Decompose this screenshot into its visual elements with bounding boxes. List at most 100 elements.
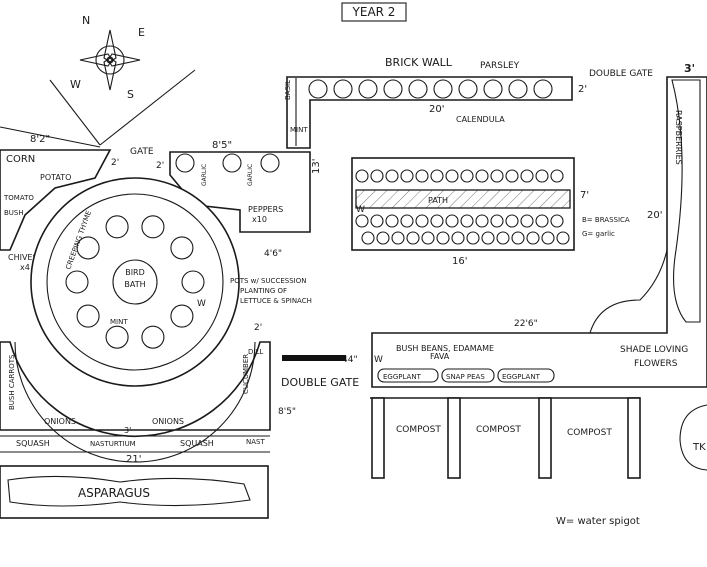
plant-marker	[511, 231, 525, 245]
cucumber-label: CUCUMBER	[242, 354, 250, 394]
plant-marker	[475, 169, 489, 183]
mint-label-2: MINT	[110, 318, 128, 326]
gate-label: GATE	[130, 147, 154, 157]
plant-marker	[445, 214, 459, 228]
dim-label: 22'6"	[514, 319, 538, 329]
plant-marker	[533, 79, 553, 99]
plant-marker	[408, 79, 428, 99]
corn-bed: 8'2" 2' GATE CORN POTATO TOMATO BUSH CHI…	[0, 134, 154, 272]
calendula-label: CALENDULA	[456, 115, 505, 124]
tomato-plants-peppers-bed	[175, 153, 280, 173]
lettuce-label: LETTUCE & SPINACH	[240, 297, 312, 305]
shade-label-2: FLOWERS	[634, 359, 678, 369]
raspberry-bed: RASPBERRIES 3' 20' 22'6" 44" W BUSH BEAN…	[342, 62, 707, 388]
plant-marker	[370, 169, 384, 183]
fence-line	[99, 69, 196, 146]
basil-label: BASIL	[284, 80, 292, 100]
dim-label: 44"	[342, 355, 358, 365]
plant-marker	[505, 169, 519, 183]
dim-label: 7'	[580, 190, 589, 201]
nast-label: NAST	[246, 438, 265, 446]
plant-marker	[430, 214, 444, 228]
plant-marker	[308, 79, 328, 99]
plant-marker	[490, 169, 504, 183]
garlic-label-1: GARLIC	[201, 164, 208, 186]
tree-outline	[679, 404, 707, 471]
plant-marker	[175, 153, 195, 173]
plant-marker	[415, 169, 429, 183]
brick-wall-label: BRICK WALL	[385, 56, 453, 69]
chives-label: CHIVES	[8, 253, 38, 262]
plant-marker	[383, 79, 403, 99]
corn-label: CORN	[6, 154, 35, 165]
garlic-label-2: GARLIC	[247, 164, 254, 186]
plant-marker	[333, 79, 353, 99]
plant-marker	[481, 231, 495, 245]
pots-label: POTS w/ SUCCESSION	[230, 277, 306, 285]
plant-marker	[406, 231, 420, 245]
plant-marker	[496, 231, 510, 245]
bush-beans-label: BUSH BEANS, EDAMAME	[396, 344, 494, 353]
plant-marker	[550, 214, 564, 228]
parsley-label: PARSLEY	[480, 61, 520, 71]
onions-label-1: ONIONS	[44, 417, 76, 426]
dim-label: 3'	[124, 426, 131, 435]
dill-label: DILL	[248, 348, 263, 356]
plant-marker	[550, 169, 564, 183]
dim-label: 2'	[254, 323, 262, 333]
pot-marker	[141, 325, 165, 349]
double-gate-mid	[282, 355, 346, 361]
plant-marker	[370, 214, 384, 228]
shade-label-1: SHADE LOVING	[620, 345, 688, 355]
compass-rose: N E S W	[70, 14, 145, 101]
asparagus-label: ASPARAGUS	[78, 486, 150, 500]
pot-marker	[105, 215, 129, 239]
snap-peas-label: SNAP PEAS	[446, 373, 485, 381]
brick-wall-bed: BRICK WALL PARSLEY 20' 2' CALENDULA BASI…	[284, 56, 587, 174]
pot-marker	[181, 270, 205, 294]
plant-marker	[385, 169, 399, 183]
page-title: YEAR 2	[352, 5, 396, 19]
plant-marker	[460, 169, 474, 183]
plant-marker	[361, 231, 375, 245]
title-box: YEAR 2	[341, 2, 407, 22]
plant-marker	[355, 169, 369, 183]
dim-label: 13'	[311, 159, 322, 174]
fava-label: FAVA	[430, 352, 450, 361]
plant-marker	[358, 79, 378, 99]
plant-marker	[430, 169, 444, 183]
plant-marker	[436, 231, 450, 245]
circular-bed: BIRD BATH CREEPING THYME MINT W	[30, 177, 240, 387]
eggplant-label-1: EGGPLANT	[383, 373, 422, 381]
compass-s: S	[127, 88, 134, 101]
pot-marker	[141, 215, 165, 239]
dim-label: 2'	[578, 84, 587, 95]
brassica-garlic-plants	[355, 169, 570, 245]
compost-label-1: COMPOST	[396, 425, 441, 435]
pot-marker	[65, 270, 89, 294]
pot-marker	[170, 304, 194, 328]
plant-marker	[483, 79, 503, 99]
dim-label: 2'	[156, 161, 164, 171]
squash-label-1: SQUASH	[16, 439, 50, 448]
plant-marker	[556, 231, 570, 245]
planting-label: PLANTING OF	[240, 287, 287, 295]
plant-marker	[466, 231, 480, 245]
bath-label: BATH	[124, 280, 145, 289]
dim-label: 20'	[647, 210, 662, 221]
peppers-label: PEPPERS	[248, 205, 283, 214]
plant-marker	[505, 214, 519, 228]
pot-marker	[170, 236, 194, 260]
pot-marker	[76, 304, 100, 328]
tk-label: TK	[692, 442, 706, 453]
plant-marker	[415, 214, 429, 228]
nasturtium-label: NASTURTIUM	[90, 440, 136, 448]
plant-marker	[526, 231, 540, 245]
potato-label: POTATO	[40, 173, 71, 182]
raspberries-label: RASPBERRIES	[674, 110, 683, 165]
dim-label: 20'	[429, 104, 444, 115]
plant-marker	[490, 214, 504, 228]
plant-marker	[355, 214, 369, 228]
plant-marker	[445, 169, 459, 183]
